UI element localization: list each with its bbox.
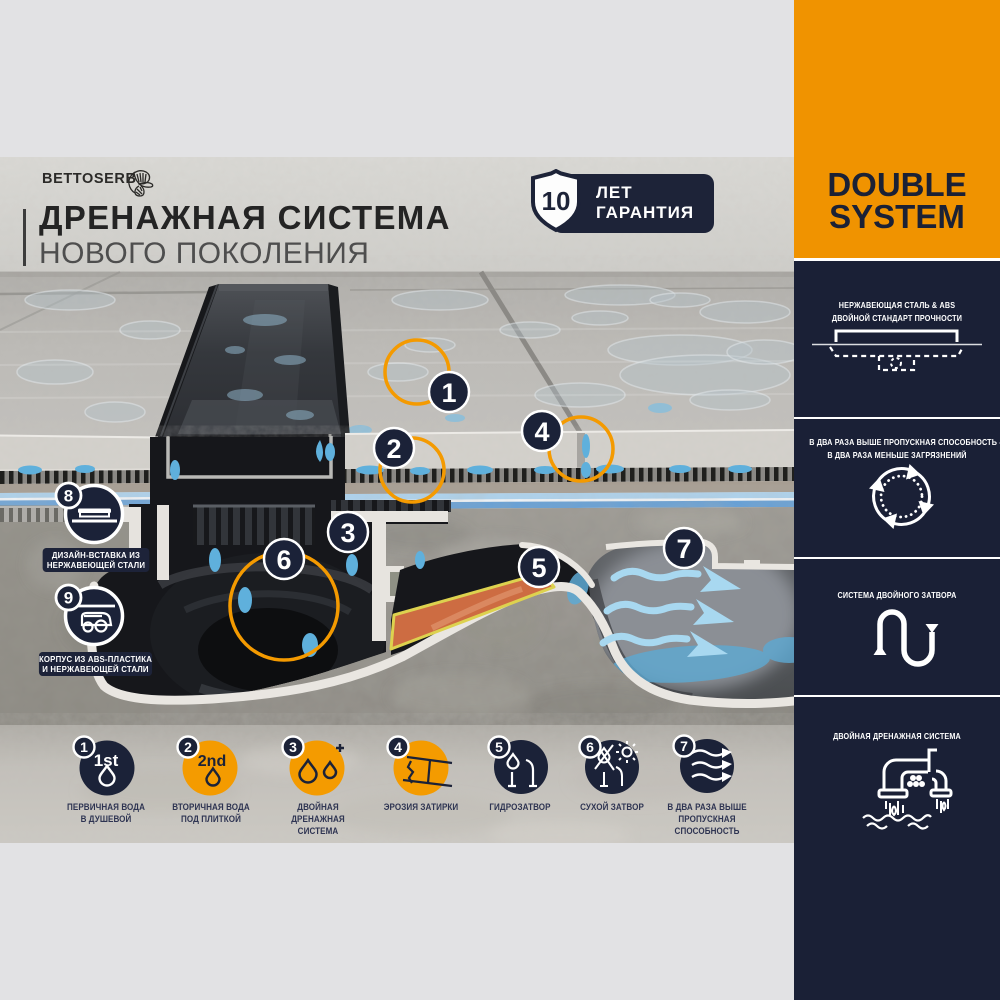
svg-text:1: 1	[80, 739, 88, 755]
svg-text:3: 3	[340, 518, 355, 548]
svg-text:9: 9	[64, 589, 73, 608]
svg-text:1st: 1st	[94, 751, 119, 770]
svg-text:1: 1	[441, 378, 456, 408]
svg-text:5: 5	[495, 739, 503, 755]
svg-text:8: 8	[64, 487, 73, 506]
svg-text:4: 4	[534, 417, 549, 447]
svg-text:4: 4	[394, 739, 402, 755]
svg-text:5: 5	[531, 553, 546, 583]
svg-text:3: 3	[289, 739, 297, 755]
svg-text:2nd: 2nd	[198, 753, 226, 770]
svg-text:2: 2	[184, 739, 192, 755]
svg-text:7: 7	[680, 738, 688, 754]
svg-text:7: 7	[676, 534, 691, 564]
svg-text:6: 6	[276, 545, 291, 575]
svg-text:6: 6	[586, 739, 594, 755]
svg-text:2: 2	[386, 434, 401, 464]
svg-text:10: 10	[542, 186, 571, 216]
